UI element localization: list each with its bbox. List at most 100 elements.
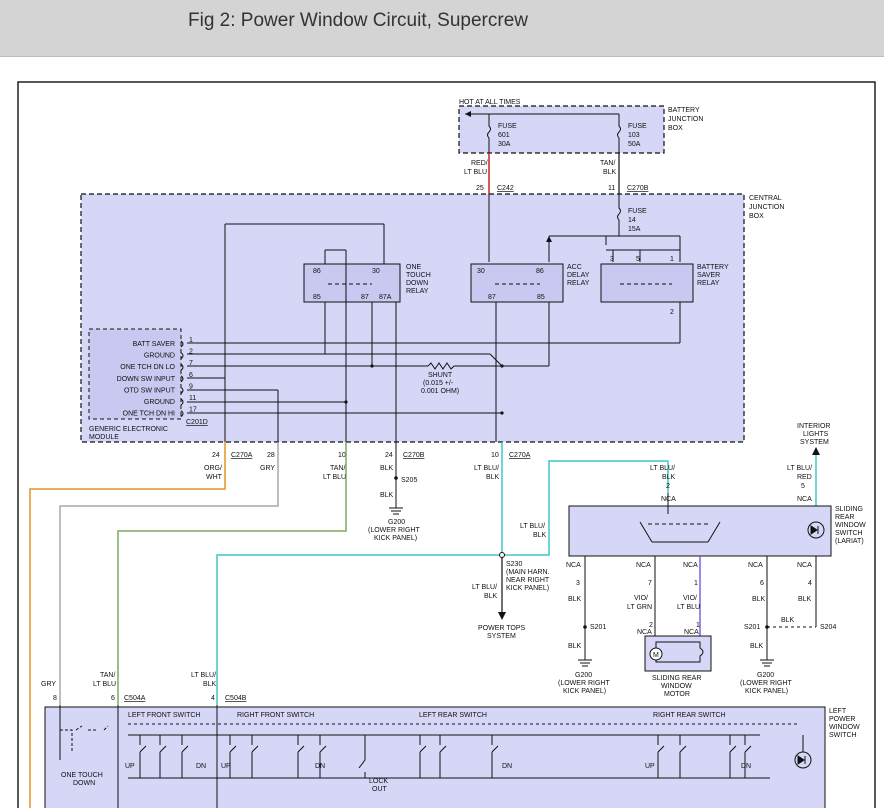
one-touch-down-2: DOWN (73, 780, 95, 787)
wire-blk-2: BLK (380, 492, 394, 499)
lock-out-2: OUT (372, 786, 388, 793)
g200a-loc-1: (LOWER RIGHT (558, 680, 610, 687)
right-rear-switch-label: RIGHT REAR SWITCH (653, 712, 726, 719)
s230-label: S230 (506, 561, 522, 568)
gem-pin-number: 11 (189, 395, 196, 402)
lower-pin-8: 8 (53, 695, 57, 702)
gem-pin-terminal (180, 387, 184, 394)
power-tops-1: POWER TOPS (478, 625, 526, 632)
lower-wire-lb-2: BLK (203, 681, 217, 688)
rs-pin-1: 1 (694, 580, 698, 587)
cjb-name-1: CENTRAL (749, 195, 782, 202)
lf-up: UP (125, 763, 135, 770)
bjb-name-1: BATTERY (668, 107, 700, 114)
cjb-name-2: JUNCTION (749, 204, 784, 211)
rs-wire-blk-1: BLK (568, 596, 582, 603)
rs-top-wire-2a: LT BLU/ (787, 465, 812, 472)
battery-junction-box: HOT AT ALL TIMES BATTERY JUNCTION BOX FU… (458, 99, 703, 162)
lf-dn: DN (196, 763, 206, 770)
conn-c270a-2: C270A (509, 452, 531, 459)
switch-contact (679, 735, 687, 778)
left-power-window-switch: GRY TAN/ LT BLU LT BLU/ BLK 8 6 C504A 4 … (41, 672, 860, 808)
figure-title: Fig 2: Power Window Circuit, Supercrew (188, 10, 528, 31)
rs-wire-vio-2: LT GRN (627, 604, 652, 611)
gem-pin-number: 7 (189, 360, 193, 367)
rf-dn: DN (315, 763, 325, 770)
top-wires: RED/ LT BLU 25 C242 TAN/ BLK 11 C270B (464, 153, 649, 194)
switch-contact (319, 735, 327, 778)
conn-c270b: C270B (403, 452, 425, 459)
lock-out-switch (358, 735, 366, 778)
lower-wire-tan-2: LT BLU (93, 681, 116, 688)
cjb-bottom-pins: 24 C270A 28 10 24 C270B 10 C270A ORG/ WH… (204, 452, 531, 542)
rs-wire-blk-2: BLK (752, 596, 766, 603)
wire-tanlt-1: TAN/ (330, 465, 345, 472)
rs-top-pin-2: 2 (666, 483, 670, 490)
rr-up: UP (645, 763, 655, 770)
pin-28: 28 (267, 452, 275, 459)
s230-down-wire-1: LT BLU/ (472, 584, 497, 591)
wire-tan-label-1: TAN/ (600, 160, 615, 167)
wire-gry: GRY (260, 465, 275, 472)
fuse-103-number: 103 (628, 132, 640, 139)
switch-contact (744, 735, 752, 778)
g200-label: G200 (388, 519, 405, 526)
r2-pin-86: 86 (536, 268, 544, 275)
s230-loc-1: (MAIN HARN. (506, 569, 550, 576)
gem-connector: C201D (186, 419, 208, 426)
gem-pin-terminal (180, 410, 184, 417)
switch-contact (729, 735, 737, 778)
motor-pin-2: 2 (649, 622, 653, 629)
r2-pin-87: 87 (488, 294, 496, 301)
motor-name-3: MOTOR (664, 691, 690, 698)
gem-pin-number: 1 (189, 337, 193, 344)
r1-pin-87a: 87A (379, 294, 392, 301)
lpws-name-4: SWITCH (829, 732, 857, 739)
gem-pin-label: GROUND (144, 399, 175, 406)
r2-name-2: DELAY (567, 272, 590, 279)
switch-contact (439, 735, 447, 778)
shunt-value-1: (0.015 +/- (423, 380, 454, 387)
cjb-name-3: BOX (749, 213, 764, 220)
fuse-14-rating: 15A (628, 226, 641, 233)
wire-tan-label-2: BLK (603, 169, 617, 176)
rs-s204: S204 (820, 624, 836, 631)
pin-10a: 10 (338, 452, 346, 459)
rs-s201-a: S201 (590, 624, 606, 631)
wire-ltblk-1: LT BLU/ (474, 465, 499, 472)
s230-down-wire-2: BLK (484, 593, 498, 600)
r1-name-2: TOUCH (406, 272, 431, 279)
diagram-frame (17, 81, 876, 808)
conn-c504a: C504A (124, 695, 146, 702)
wire-blk-1: BLK (380, 465, 394, 472)
interior-lights-1: INTERIOR (797, 423, 830, 430)
rs-wire-blk-6: BLK (750, 643, 764, 650)
rs-wire-blk-5: BLK (568, 643, 582, 650)
rs-nca-a: NCA (661, 496, 676, 503)
harness-wires (29, 442, 820, 808)
rf-up: UP (221, 763, 231, 770)
rs-nca-1: NCA (566, 562, 581, 569)
wire-red-connector: C242 (497, 185, 514, 192)
r2-pin-85: 85 (537, 294, 545, 301)
figure-header: Fig 2: Power Window Circuit, Supercrew (0, 0, 884, 57)
gem-pin-number: 2 (189, 349, 193, 356)
power-tops-2: SYSTEM (487, 633, 516, 640)
gem-pin-label: ONE TCH DN HI (123, 411, 175, 418)
gem-name-1: GENERIC ELECTRONIC (89, 426, 168, 433)
motor-symbol: M (653, 652, 659, 659)
fuse-601-label: FUSE (498, 123, 517, 130)
gem-pin-terminal (180, 340, 184, 348)
s230-loc-3: KICK PANEL) (506, 585, 549, 592)
wire-tanlt-2: LT BLU (323, 474, 346, 481)
pin-24a: 24 (212, 452, 220, 459)
splice-s205: S205 (401, 477, 417, 484)
wire-orgwht-1: ORG/ (204, 465, 222, 472)
g200b-loc-1: (LOWER RIGHT (740, 680, 792, 687)
shunt-value-2: 0.001 OHM) (421, 388, 459, 395)
rs-wire-vio-4: LT BLU (677, 604, 700, 611)
left-front-switch-label: LEFT FRONT SWITCH (128, 712, 200, 719)
gem-pin-label: GROUND (144, 353, 175, 360)
rs-top-pin-5: 5 (801, 483, 805, 490)
wire-red-pin: 25 (476, 185, 484, 192)
